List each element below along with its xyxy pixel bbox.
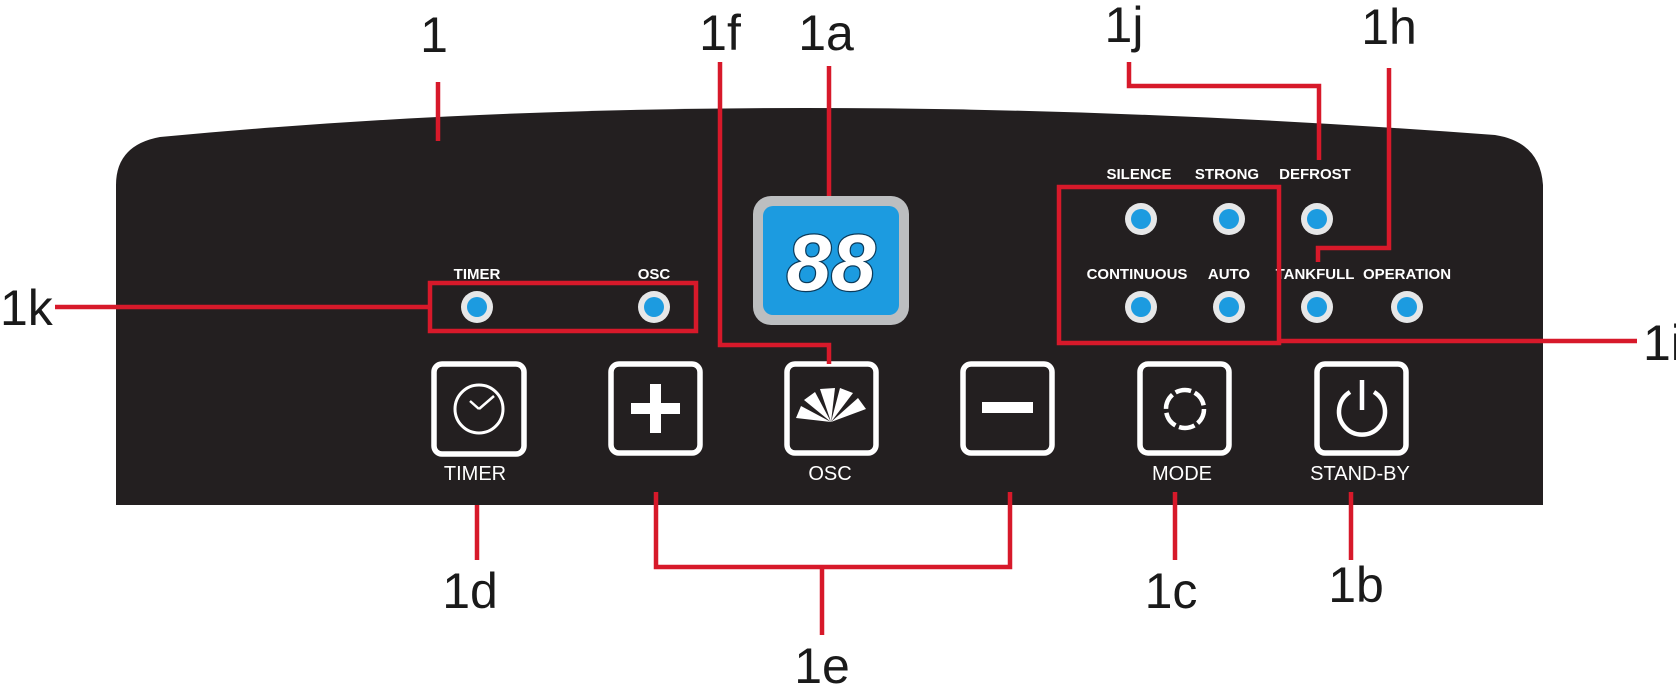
callout-1h: 1h: [1361, 0, 1417, 55]
led-label-operation: OPERATION: [1363, 266, 1451, 283]
led-label-strong: STRONG: [1195, 166, 1259, 183]
led-operation: [1391, 291, 1423, 323]
standby-button-label: STAND-BY: [1310, 463, 1410, 485]
led-label-defrost: DEFROST: [1279, 166, 1351, 183]
led-label-continuous: CONTINUOUS: [1087, 266, 1188, 283]
callout-1i: 1i: [1643, 315, 1676, 371]
led-indicators: TIMER OSC SILENCE STRONG DEFROST CONTINU…: [454, 166, 1451, 323]
led-defrost: [1301, 203, 1333, 235]
led-continuous: [1125, 291, 1157, 323]
osc-button-label: OSC: [808, 463, 851, 485]
plus-button[interactable]: [608, 361, 703, 456]
callout-1k: 1k: [0, 280, 54, 336]
callout-1a: 1a: [798, 5, 854, 61]
led-strong: [1213, 203, 1245, 235]
timer-button[interactable]: TIMER: [431, 361, 527, 485]
led-timer: [461, 291, 493, 323]
led-tankfull: [1301, 291, 1333, 323]
minus-icon: [982, 402, 1033, 413]
callout-1d: 1d: [442, 563, 498, 619]
led-label-auto: AUTO: [1208, 266, 1251, 283]
display-digits: 88: [787, 218, 876, 307]
callout-1: 1: [420, 7, 448, 63]
timer-button-label: TIMER: [444, 463, 506, 485]
minus-button[interactable]: [960, 361, 1055, 456]
callout-1j: 1j: [1105, 0, 1144, 53]
led-silence: [1125, 203, 1157, 235]
callout-1c: 1c: [1145, 563, 1198, 619]
power-icon: [1336, 380, 1388, 437]
mode-icon: [1163, 387, 1207, 431]
led-label-silence: SILENCE: [1106, 166, 1171, 183]
clock-icon: [453, 383, 505, 435]
led-label-timer: TIMER: [454, 266, 501, 283]
callout-1b: 1b: [1328, 557, 1384, 613]
mode-button[interactable]: MODE: [1137, 361, 1232, 485]
callout-lines: [55, 62, 1637, 635]
oscillation-icon: [796, 388, 866, 422]
callout-1f: 1f: [699, 5, 741, 61]
osc-button[interactable]: OSC: [784, 361, 879, 485]
callout-1e: 1e: [794, 638, 850, 688]
plus-icon: [631, 384, 680, 433]
led-label-tankfull: TANKFULL: [1276, 266, 1355, 283]
led-osc: [638, 291, 670, 323]
mode-button-label: MODE: [1152, 463, 1212, 485]
led-label-osc: OSC: [638, 266, 671, 283]
standby-button[interactable]: STAND-BY: [1310, 361, 1410, 485]
led-auto: [1213, 291, 1245, 323]
digital-display: 88: [753, 196, 909, 325]
